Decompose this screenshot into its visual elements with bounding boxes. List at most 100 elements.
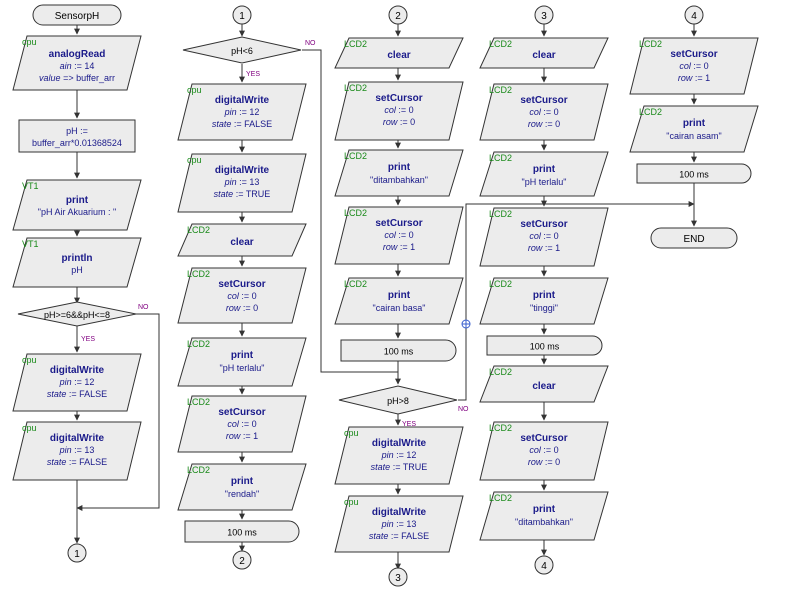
param-value: 12 [84,377,94,387]
param-op: := [74,61,82,71]
param-line: pin := 12 [59,377,95,387]
decision-ph-low[interactable]: pH<6 [182,36,302,64]
connector-in-3[interactable]: 3 [534,5,554,25]
delay-block[interactable]: 100 ms [636,163,752,184]
end-terminator[interactable]: END [650,227,738,249]
decision-ph-high[interactable]: pH>8 [338,385,458,415]
block-title: print [66,195,89,206]
device-tag: cpu [187,155,202,165]
param-op: := [236,189,244,199]
start-terminator-sensorph[interactable]: SensorpH [32,4,122,26]
device-tag: LCD2 [489,493,512,503]
connector-out-4[interactable]: 4 [534,555,554,575]
device-tag: LCD2 [489,367,512,377]
param-name: row [226,303,241,313]
branch-yes-label: YES [81,336,95,343]
io-block-shape [177,395,307,453]
io-block-shape [177,267,307,324]
param-line: row := 0 [528,457,560,467]
branch-no-label: NO [458,406,469,413]
connector-number: 1 [239,11,245,22]
device-tag: LCD2 [344,151,367,161]
param-value: TRUE [403,462,428,472]
param-line: state := TRUE [214,189,271,199]
param-value: 1 [705,73,710,83]
connector-out-2[interactable]: 2 [232,550,252,570]
block-title: setCursor [520,433,567,444]
param-name: pin [381,519,394,529]
param-name: ain [60,61,72,71]
connector-in-4[interactable]: 4 [684,5,704,25]
io-block-shape [334,277,464,325]
param-name: col [384,230,397,240]
connector-circle [232,550,252,570]
param-name: col [227,291,240,301]
param-line: state := FALSE [47,457,107,467]
block-title: clear [532,50,555,61]
block-title: setCursor [670,49,717,60]
flow-line [302,49,398,373]
param-line: state := TRUE [371,462,428,472]
device-tag: cpu [22,355,37,365]
delay-block[interactable]: 100 ms [486,335,603,356]
connector-in-2[interactable]: 2 [388,5,408,25]
connector-number: 3 [541,11,547,22]
io-block-shape [12,237,142,288]
io-block-shape [479,151,609,197]
io-block-shape [177,463,307,511]
param-name: state [214,189,234,199]
assign-block[interactable]: pH :=buffer_arr*0.01368524 [18,119,136,153]
param-name: pin [224,107,237,117]
connector-in-1[interactable]: 1 [232,5,252,25]
delay-block[interactable]: 100 ms [340,339,457,362]
connector-number: 3 [395,573,401,584]
param-line: ain := 14 [60,61,95,71]
decision-ph-range[interactable]: pH>=6&&pH<=8 [17,301,137,327]
io-block-shape [177,153,307,213]
connector-number: 2 [395,11,401,22]
param-name: col [679,61,692,71]
flow-line [76,313,160,511]
delay-block[interactable]: 100 ms [184,520,300,543]
block-title: print [388,162,411,173]
decision-shape [182,36,302,64]
param-name: state [212,119,232,129]
param-op: := [391,531,399,541]
block-argument: "pH Air Akuarium : " [38,207,116,217]
connector-out-3[interactable]: 3 [388,567,408,587]
flow-line [458,201,695,401]
delay-value: 100 ms [227,528,257,538]
connector-out-1[interactable]: 1 [67,543,87,563]
param-line: state := FALSE [369,531,429,541]
param-value: 13 [249,177,259,187]
